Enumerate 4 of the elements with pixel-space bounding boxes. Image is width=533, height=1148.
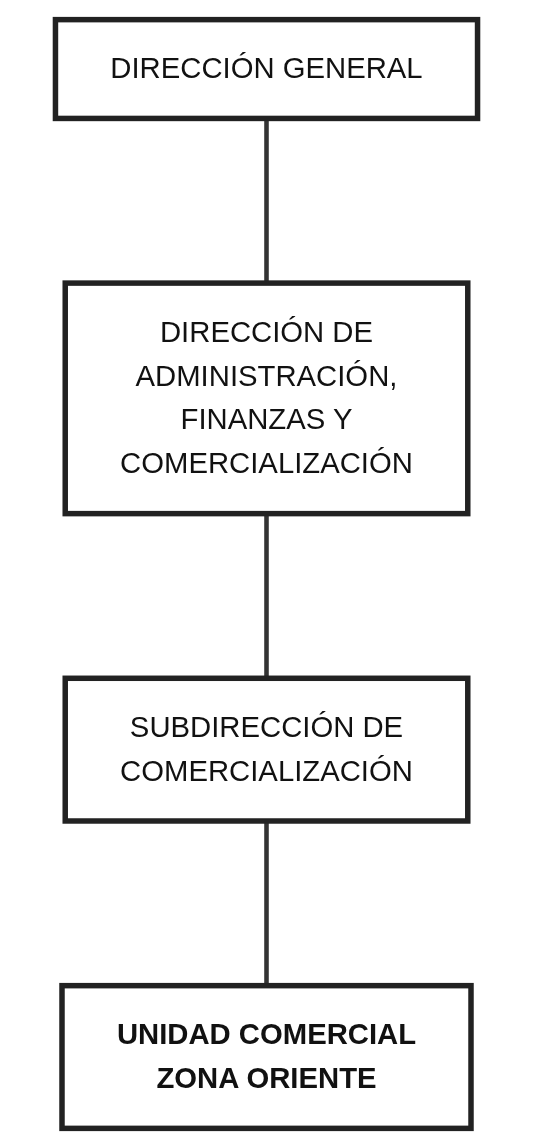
node-box: UNIDAD COMERCIAL ZONA ORIENTE xyxy=(59,982,474,1132)
node-box: SUBDIRECCIÓN DE COMERCIALIZACIÓN xyxy=(62,675,471,824)
node-box: DIRECCIÓN GENERAL xyxy=(52,16,481,122)
node-box: DIRECCIÓN DE ADMINISTRACIÓN, FINANZAS Y COMERCIALIZACIÓN xyxy=(62,280,471,517)
